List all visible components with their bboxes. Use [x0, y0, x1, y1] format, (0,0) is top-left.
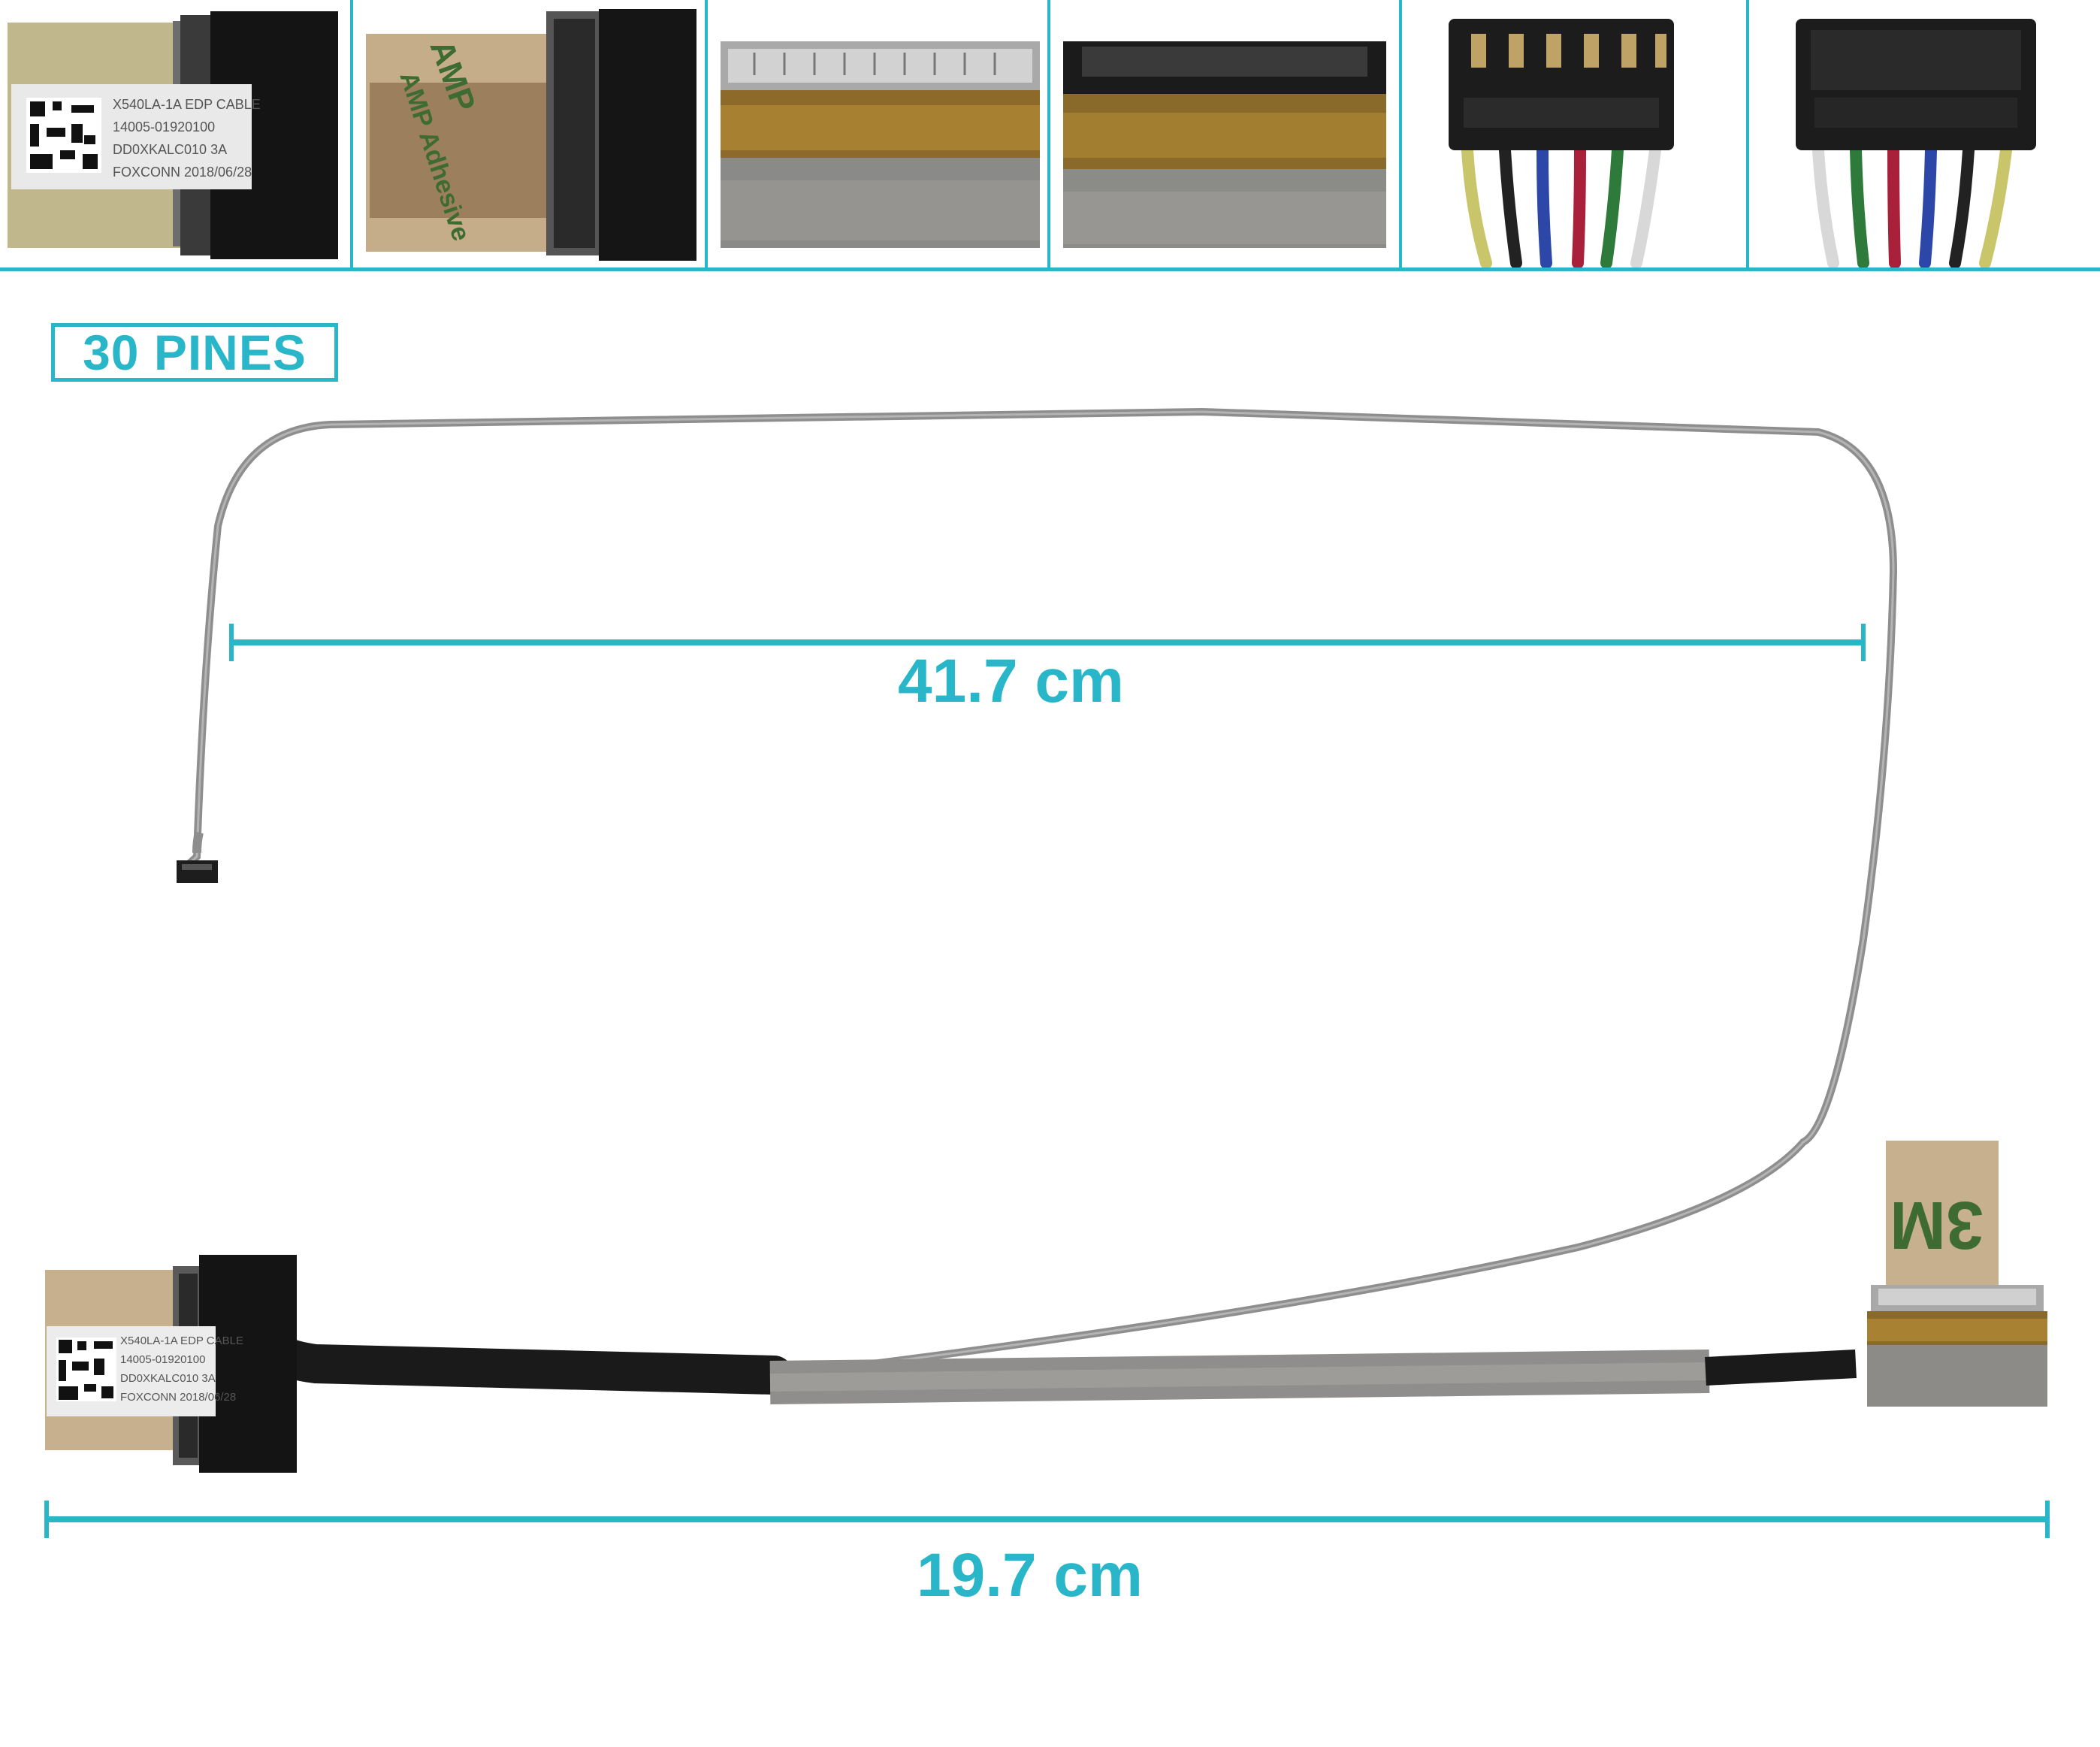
thumb-divider: [350, 0, 353, 271]
thumb-small-connector-front[interactable]: [1404, 0, 1746, 267]
thumb-divider: [705, 0, 708, 271]
thumb-label-line1: X540LA-1A EDP CABLE: [113, 97, 261, 112]
thumb-connector-tape[interactable]: AMP AMP Adhesive: [355, 0, 705, 267]
thumb-divider: [1399, 0, 1402, 271]
thumb-label-line4: FOXCONN 2018/06/28: [113, 165, 252, 180]
tape-3m-text: 3M: [1890, 1187, 1984, 1262]
dimension-top-label: 41.7 cm: [898, 647, 1124, 715]
label-line4: FOXCONN 2018/06/28: [120, 1391, 236, 1404]
pins-label: 30 PINES: [83, 325, 307, 380]
thumb-divider: [1746, 0, 1749, 271]
label-line1: X540LA-1A EDP CABLE: [120, 1334, 243, 1347]
thumb-connector-back[interactable]: [1052, 0, 1397, 267]
thumb-small-connector-back[interactable]: [1751, 0, 2100, 267]
strip-underline: [0, 267, 2100, 271]
thumb-divider: [1047, 0, 1050, 271]
dimension-bottom-label: 19.7 cm: [917, 1541, 1143, 1609]
small-connector: [177, 831, 218, 883]
thumb-label-line2: 14005-01920100: [113, 119, 215, 135]
label-line2: 14005-01920100: [120, 1353, 205, 1366]
thumbnail-strip: X540LA-1A EDP CABLE 14005-01920100 DD0XK…: [0, 0, 2100, 274]
thumb-label-line3: DD0XKALC010 3A: [113, 142, 227, 157]
dimension-line-top: [229, 624, 1866, 661]
dimension-line-bottom: [44, 1501, 2050, 1538]
right-connector: 3M: [1867, 1141, 2047, 1407]
thumb-connector-label[interactable]: X540LA-1A EDP CABLE 14005-01920100 DD0XK…: [0, 0, 349, 267]
label-line3: DD0XKALC010 3A: [120, 1372, 216, 1385]
black-cable: [251, 1329, 793, 1395]
cable-illustration: X540LA-1A EDP CABLE 14005-01920100 DD0XK…: [44, 407, 2050, 1538]
pins-badge: 30 PINES: [51, 323, 338, 382]
left-connector: X540LA-1A EDP CABLE 14005-01920100 DD0XK…: [45, 1255, 297, 1473]
thumb-connector-front[interactable]: [709, 0, 1047, 267]
